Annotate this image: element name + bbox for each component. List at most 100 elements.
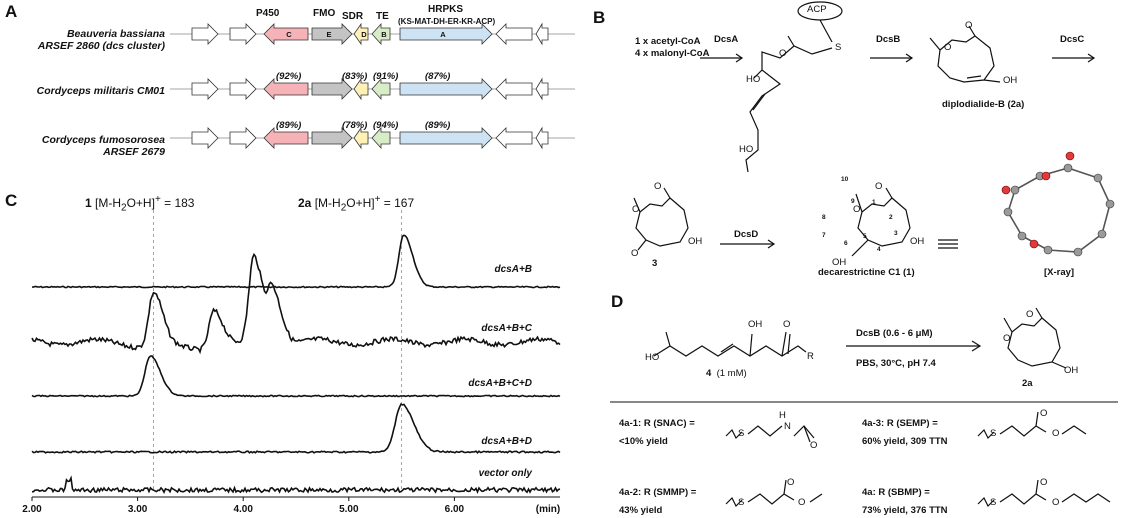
- pct-r3-c: (89%): [276, 120, 302, 131]
- gene-arrow-r3-b: [371, 126, 391, 150]
- entry-4a2-line1: 4a-2: R (SMMP) =: [619, 487, 697, 498]
- pct-r3-d: (78%): [342, 120, 368, 131]
- product-methyl: [1003, 317, 1013, 333]
- diplodialide-ring: [937, 35, 995, 83]
- organism-1-strain: ARSEF 2860 (dcs cluster): [37, 40, 165, 52]
- pct-r2-c: (92%): [276, 71, 302, 82]
- gene-arrow-r2-orf1: [229, 78, 257, 100]
- diplodialide-methyl: [929, 37, 941, 51]
- pct-r3-a: (89%): [425, 120, 451, 131]
- x-tick-label-0: 2.00: [22, 504, 42, 515]
- sbmp-s: S: [990, 497, 997, 508]
- semp-co: [1035, 411, 1039, 427]
- atom-num-6: 6: [844, 240, 848, 247]
- substrate-methyl: [665, 331, 671, 347]
- gene-arrow-r1-orf1: [229, 23, 257, 45]
- entry-4a2-line2: 43% yield: [619, 505, 663, 516]
- cmp1-o-ring: O: [853, 204, 861, 215]
- gene-arrow-r2-orf0: [191, 78, 219, 100]
- compound-3-carbonyl: [663, 187, 671, 199]
- product-oh: OH: [1064, 365, 1079, 376]
- pct-r2-b: (91%): [373, 71, 399, 82]
- substrate-malonyl: 4 x malonyl-CoA: [635, 48, 710, 59]
- diplodialide-oh: OH: [1003, 75, 1018, 86]
- x-tick-label-4: 6.00: [445, 504, 465, 515]
- atom-num-1: 1: [872, 199, 876, 206]
- intermediate-ho-1: HO: [746, 74, 761, 85]
- substrate-o: O: [783, 319, 791, 330]
- cmp3-o-ketone: O: [631, 248, 639, 259]
- peak-1-ion-sub: 2: [121, 202, 127, 214]
- atom-num-4: 4: [877, 246, 881, 253]
- atom-num-9: 9: [851, 198, 855, 205]
- gene-arrow-r3-orf1: [229, 127, 257, 149]
- trace-label-1: dcsA+B: [494, 264, 532, 275]
- product-o-carbonyl: O: [1026, 309, 1034, 320]
- snac-n: N: [784, 421, 791, 432]
- compound-1-methyl: [855, 193, 863, 213]
- semp-o-carbonyl: O: [1040, 408, 1048, 419]
- snac-wavy: [725, 428, 743, 440]
- pct-r3-b: (94%): [373, 120, 399, 131]
- entry-4a3-line2: 60% yield, 309 TTN: [862, 436, 948, 447]
- peak-1-ion-b: O+H]: [126, 196, 155, 210]
- reaction-arrowhead: [971, 340, 982, 352]
- atom-num-3: 3: [894, 230, 898, 237]
- intermediate-chain: [745, 45, 833, 173]
- pct-r2-d: (83%): [342, 71, 368, 82]
- sbmp-chain: [999, 493, 1047, 505]
- gene-letter-c: C: [286, 30, 292, 39]
- gene-arrow-r1-orf7: [495, 23, 533, 45]
- gene-arrow-r1-d: [353, 22, 369, 46]
- peak-2-compound: 2a: [298, 196, 312, 210]
- organism-3-strain: ARSEF 2679: [103, 146, 165, 158]
- peak-2-ion-b: O+H]: [346, 196, 375, 210]
- organism-2: Cordyceps militaris CM01: [36, 85, 165, 97]
- cmp3-o-ring: O: [632, 204, 640, 215]
- smmp-methyl: [809, 493, 823, 503]
- trace-dcsa-b-c-d: [31, 355, 561, 398]
- atom-num-10: 10: [841, 176, 849, 183]
- xray-label: [X-ray]: [1044, 267, 1075, 278]
- gene-letter-a: A: [440, 30, 446, 39]
- panel-c-label: C: [5, 191, 18, 210]
- organism-1-name: Beauveria bassiana: [66, 28, 165, 40]
- substrate-co: [781, 331, 787, 357]
- gene-arrow-r2-orf8: [535, 77, 549, 101]
- gene-label-sdr: SDR: [342, 11, 364, 22]
- substrate-ho: HO: [645, 352, 660, 363]
- enzyme-dcsd: DcsD: [734, 229, 759, 240]
- compound-3-label: 3: [652, 258, 658, 269]
- substrate-oh-bond: [749, 333, 753, 357]
- compound-3-ring: [635, 197, 689, 247]
- snac-co: [803, 425, 811, 443]
- diplodialide-carbonyl: [968, 25, 976, 37]
- diplodialide-double-bond: [966, 75, 982, 79]
- substrate-r: R: [807, 351, 814, 362]
- product-o-ring: O: [1003, 333, 1011, 344]
- smmp-o-ester: O: [798, 497, 806, 508]
- substrate-conc: (1 mM): [716, 368, 747, 379]
- semp-wavy: [977, 428, 995, 440]
- peak-1-compound: 1: [85, 196, 92, 210]
- xray-structure: [1001, 151, 1115, 257]
- reaction-enzyme: DcsB (0.6 - 6 μM): [856, 328, 933, 339]
- trace-dcsa-b-c: [31, 252, 561, 355]
- cmp1-oh-6: OH: [832, 257, 847, 268]
- gene-arrow-r3-d: [353, 126, 369, 150]
- gene-label-hrpks: HRPKS: [428, 4, 464, 15]
- gene-letter-b: B: [381, 30, 387, 39]
- gene-arrow-r3-e: [311, 127, 353, 149]
- enzyme-dcsc: DcsC: [1060, 34, 1085, 45]
- gene-arrow-r3-orf0: [191, 127, 219, 149]
- sbmp-butyl: [1061, 493, 1111, 503]
- gene-arrow-r3-orf7: [495, 127, 533, 149]
- enzyme-dcsb: DcsB: [876, 34, 901, 45]
- compound-2a-name: diplodialide-B (2a): [942, 99, 1025, 110]
- panel-b-label: B: [593, 8, 606, 27]
- arrowhead-dcsb: [905, 53, 914, 63]
- semp-ethyl: [1061, 425, 1087, 435]
- substrate-co-double: [787, 333, 791, 355]
